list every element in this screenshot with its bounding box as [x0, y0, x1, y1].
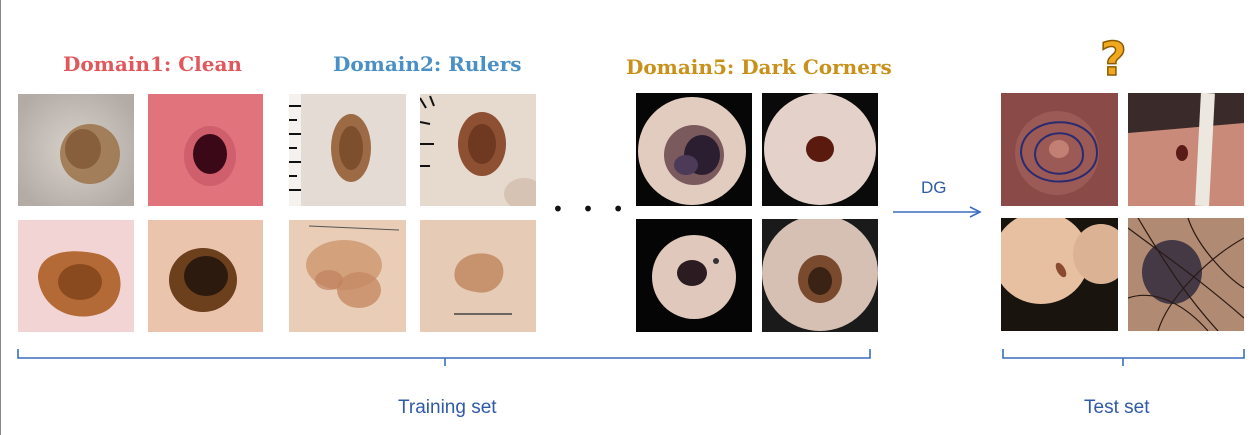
domain2-image-2: [420, 94, 536, 206]
domain5-image-1: [636, 93, 752, 206]
domain1-image-1: [18, 94, 134, 206]
domain5-image-2: [762, 93, 878, 206]
test-image-4: [1128, 218, 1244, 331]
training-set-bracket: [17, 349, 871, 366]
dg-arrow-label: DG: [921, 178, 947, 197]
domain1-title: Domain1: Clean: [63, 52, 242, 76]
domain5-image-3: [636, 219, 752, 332]
ellipsis: • • •: [552, 197, 631, 221]
domain5-image-4: [762, 219, 878, 332]
domain1-image-4: [148, 220, 263, 332]
test-image-3: [1001, 218, 1118, 331]
domain2-image-3: [289, 220, 406, 332]
training-set-caption: Training set: [398, 397, 497, 418]
test-set-bracket: [1002, 349, 1245, 366]
test-image-2: [1128, 93, 1244, 206]
left-border: [0, 0, 1, 435]
domain1-image-2: [148, 94, 263, 206]
domain2-title: Domain2: Rulers: [333, 52, 522, 76]
domain5-title: Domain5: Dark Corners: [626, 55, 892, 79]
dg-arrow: [893, 206, 982, 218]
test-set-caption: Test set: [1084, 397, 1150, 418]
question-mark-icon: ?: [1099, 31, 1127, 87]
domain2-image-1: [289, 94, 406, 206]
domain1-image-3: [18, 220, 134, 332]
test-image-1: [1001, 93, 1118, 206]
domain2-image-4: [420, 220, 536, 332]
